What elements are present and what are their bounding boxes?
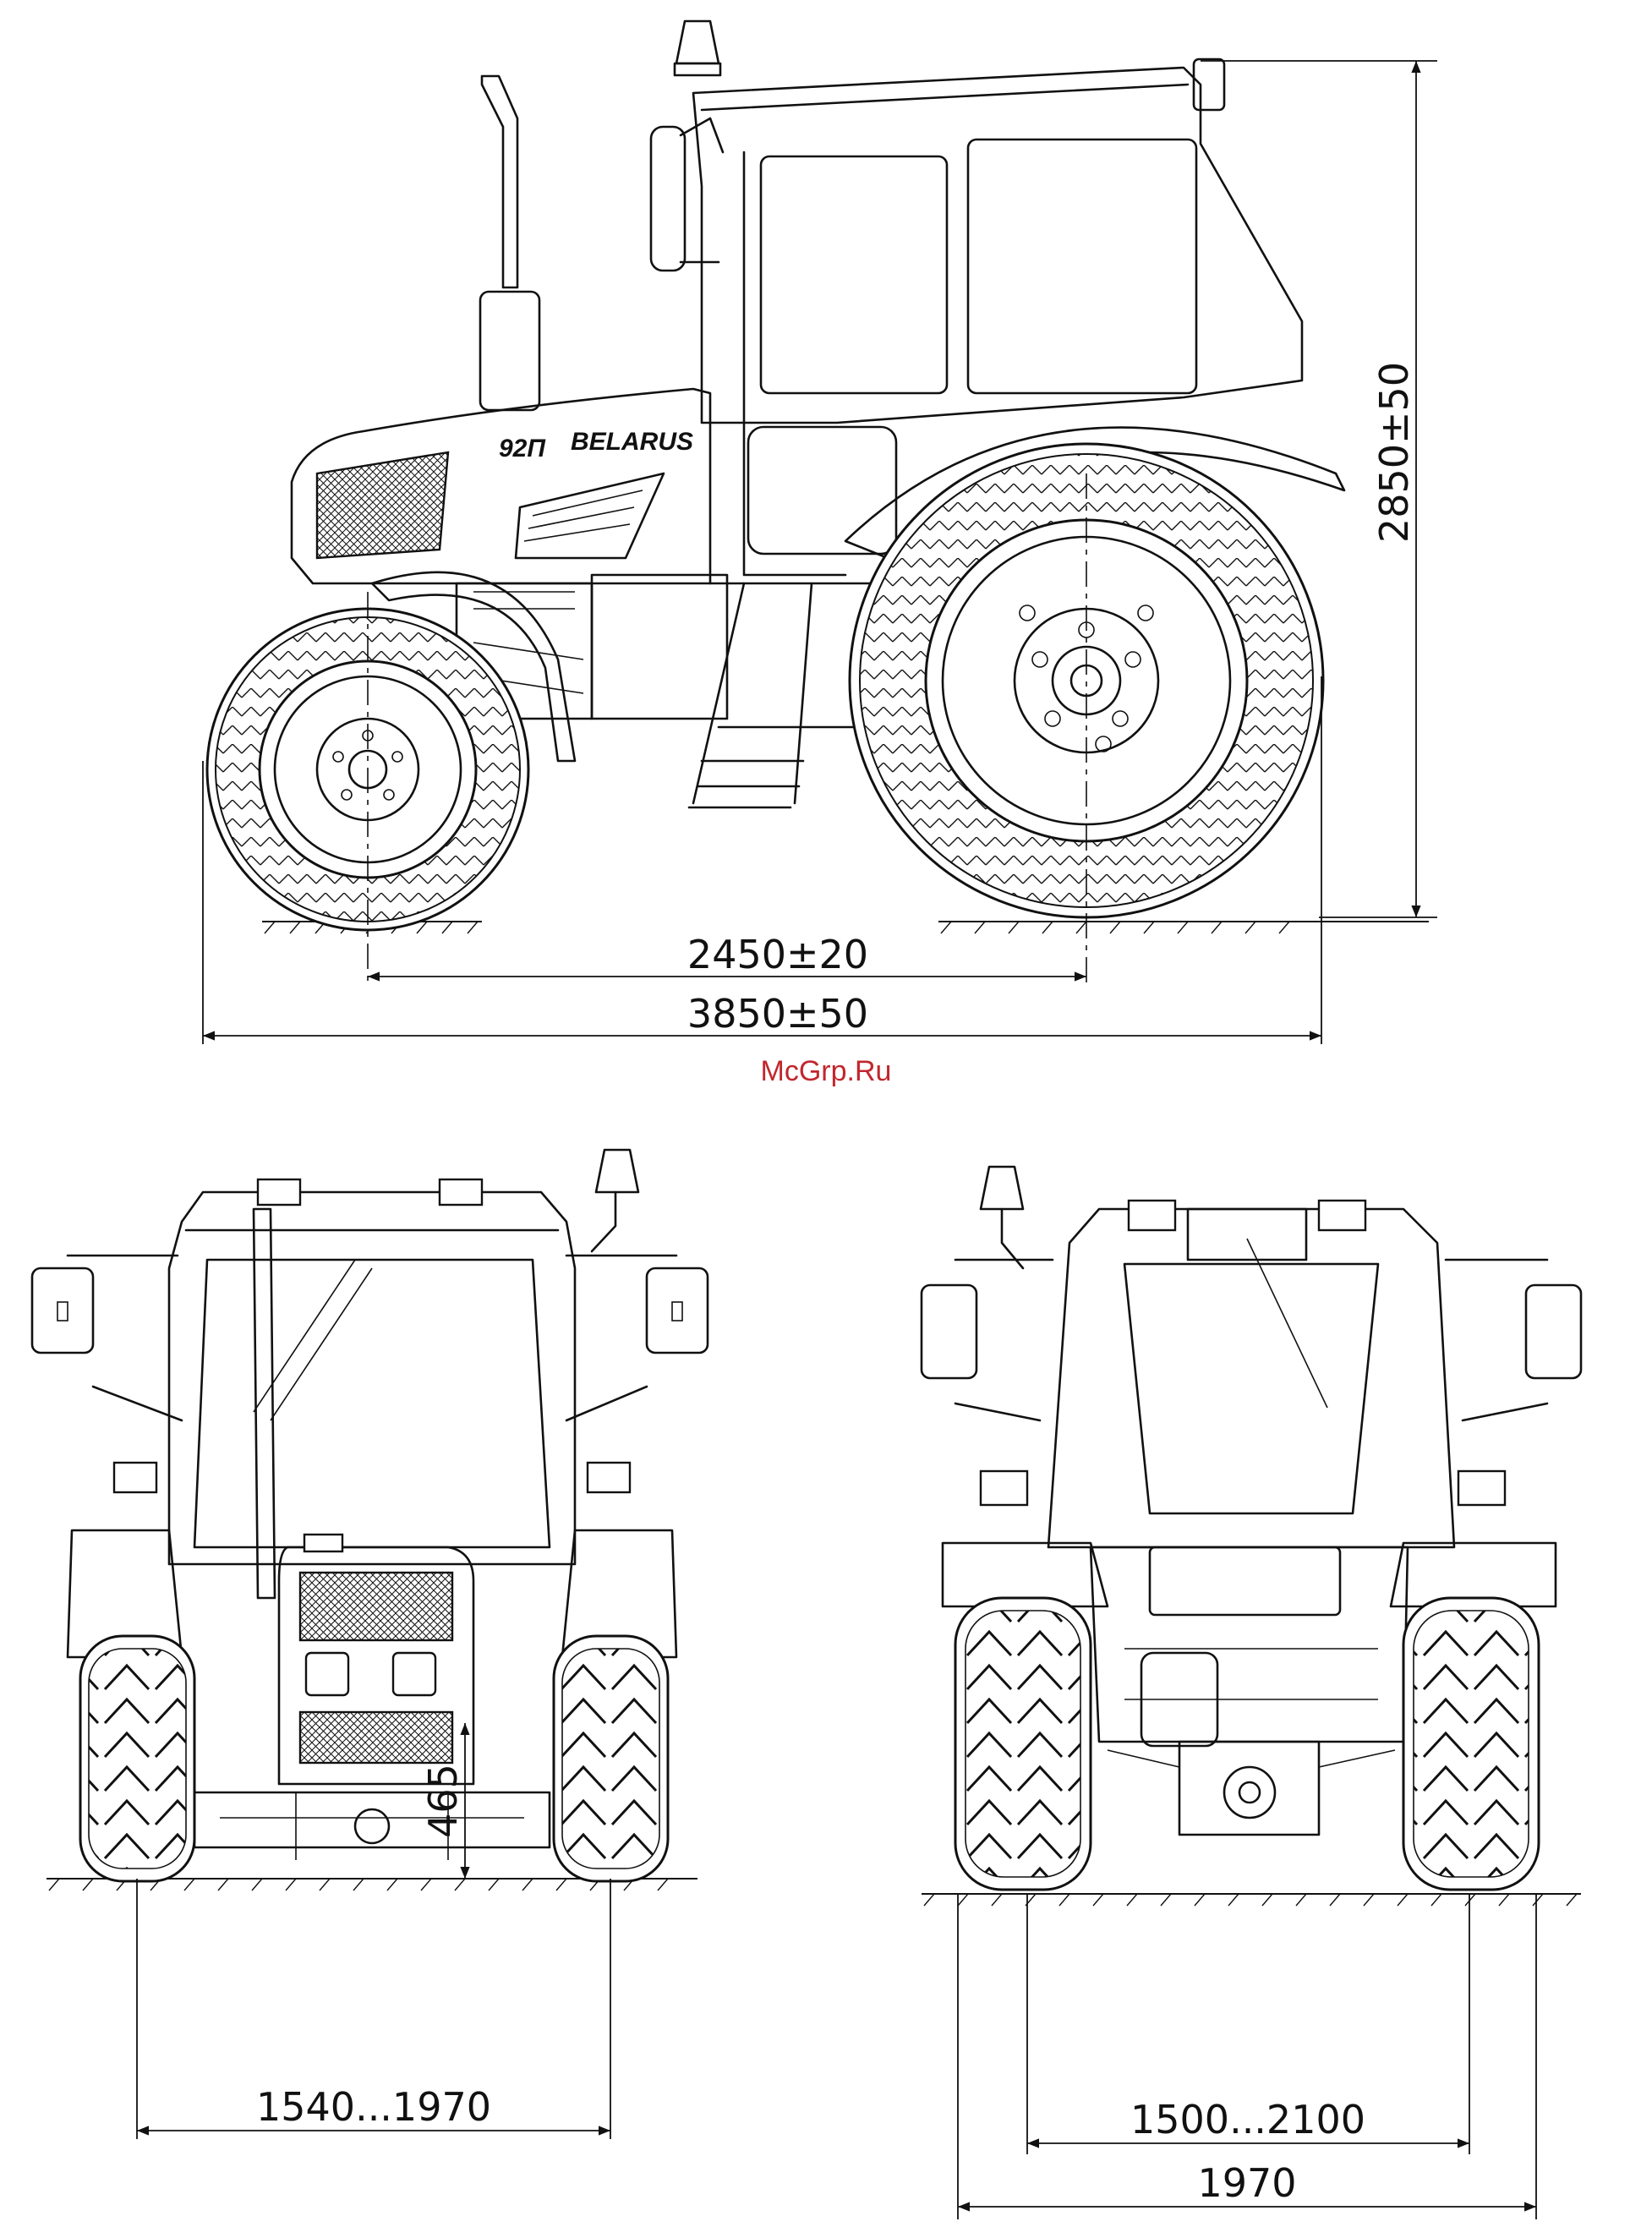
front-view: 465 1540...1970 — [30, 1148, 709, 2139]
rear-fender-left — [941, 1541, 1109, 1608]
rear-plate-panel — [1148, 1546, 1342, 1617]
rear-window — [1123, 1262, 1380, 1515]
exhaust-pipe — [479, 74, 541, 412]
overall-length-dimension: 3850±50 — [203, 991, 1321, 1041]
rear-cab — [979, 1165, 1456, 1549]
headlight-left — [304, 1651, 350, 1697]
side-ground-rear — [938, 921, 1429, 934]
cab-steps — [687, 582, 813, 809]
front-tire-right — [552, 1634, 670, 1883]
side-grille — [315, 451, 450, 560]
wheelbase-dimension: 2450±20 — [368, 932, 1086, 982]
rear-tire-right — [1402, 1596, 1540, 1891]
hood: 92П BELARUS — [290, 387, 712, 585]
rear-track-dimension: 1500...2100 — [1027, 2097, 1469, 2148]
front-tire-left — [79, 1634, 196, 1883]
side-mirror — [649, 117, 725, 272]
rear-fender-right — [1389, 1541, 1557, 1608]
rear-mirror-left — [920, 1258, 1054, 1422]
rear-side-lamp-right — [1457, 1469, 1507, 1507]
rear-view: 1500...2100 1970 — [920, 1165, 1583, 2219]
cab-lower-window — [747, 425, 898, 555]
front-fender — [370, 571, 577, 763]
model-label: 92П — [499, 435, 546, 462]
front-fender-right — [561, 1529, 678, 1659]
overall-length-label: 3850±50 — [687, 991, 868, 1037]
rear-roof-box — [1186, 1207, 1308, 1261]
hood-louver — [514, 472, 665, 560]
rear-roof-lamp-right — [1317, 1199, 1367, 1232]
rear-pto — [1107, 1740, 1396, 1836]
rear-mirror-right — [1444, 1258, 1583, 1422]
front-exhaust — [252, 1207, 276, 1600]
rear-side-lamp-left — [979, 1469, 1029, 1507]
front-hood — [277, 1533, 475, 1786]
rear-ground — [922, 1893, 1581, 1907]
clearance-label: 465 — [420, 1764, 466, 1838]
front-axle — [193, 1791, 551, 1860]
front-side-lamp-right — [586, 1461, 632, 1494]
rear-tire-left — [954, 1596, 1092, 1891]
front-mirror-right — [565, 1254, 709, 1422]
wheelbase-label: 2450±20 — [687, 932, 868, 977]
front-grille-upper — [298, 1571, 454, 1642]
front-track-label: 1540...1970 — [256, 2084, 491, 2130]
rear-roof-lamp-left — [1127, 1199, 1177, 1232]
front-windshield — [193, 1258, 551, 1549]
cab-rear-window — [966, 138, 1198, 395]
front-beacon-lamp — [590, 1148, 640, 1253]
rear-body — [1089, 1546, 1409, 1748]
side-view: 92П BELARUS — [202, 19, 1437, 1044]
cab — [649, 19, 1304, 577]
beacon-lamp — [673, 19, 722, 77]
overall-width-label: 1970 — [1197, 2160, 1296, 2206]
front-cab — [167, 1148, 640, 1566]
front-side-lamp-left — [112, 1461, 158, 1494]
overall-height-label: 2850±50 — [1371, 362, 1417, 543]
front-track-dimension: 1540...1970 — [137, 2084, 610, 2136]
rear-beacon-lamp — [979, 1165, 1025, 1270]
overall-width-dimension: 1970 — [958, 2160, 1536, 2212]
headlight-right — [391, 1651, 437, 1697]
rear-roof-lamp — [1192, 57, 1226, 112]
rear-track-label: 1500...2100 — [1130, 2097, 1365, 2142]
front-grille-lower — [298, 1710, 454, 1765]
overall-height-dimension: 2850±50 — [1371, 61, 1421, 917]
front-roof-lamp-left — [256, 1178, 302, 1207]
front-roof-lamp-right — [438, 1178, 484, 1207]
brand-label: BELARUS — [571, 428, 693, 456]
cab-door-window — [759, 155, 949, 395]
rear-wheel-side — [848, 442, 1325, 919]
clearance-dimension: 465 — [420, 1723, 470, 1879]
front-mirror-left — [30, 1254, 183, 1422]
hood-lamp — [303, 1533, 344, 1553]
watermark: McGrp.Ru — [761, 1055, 892, 1087]
